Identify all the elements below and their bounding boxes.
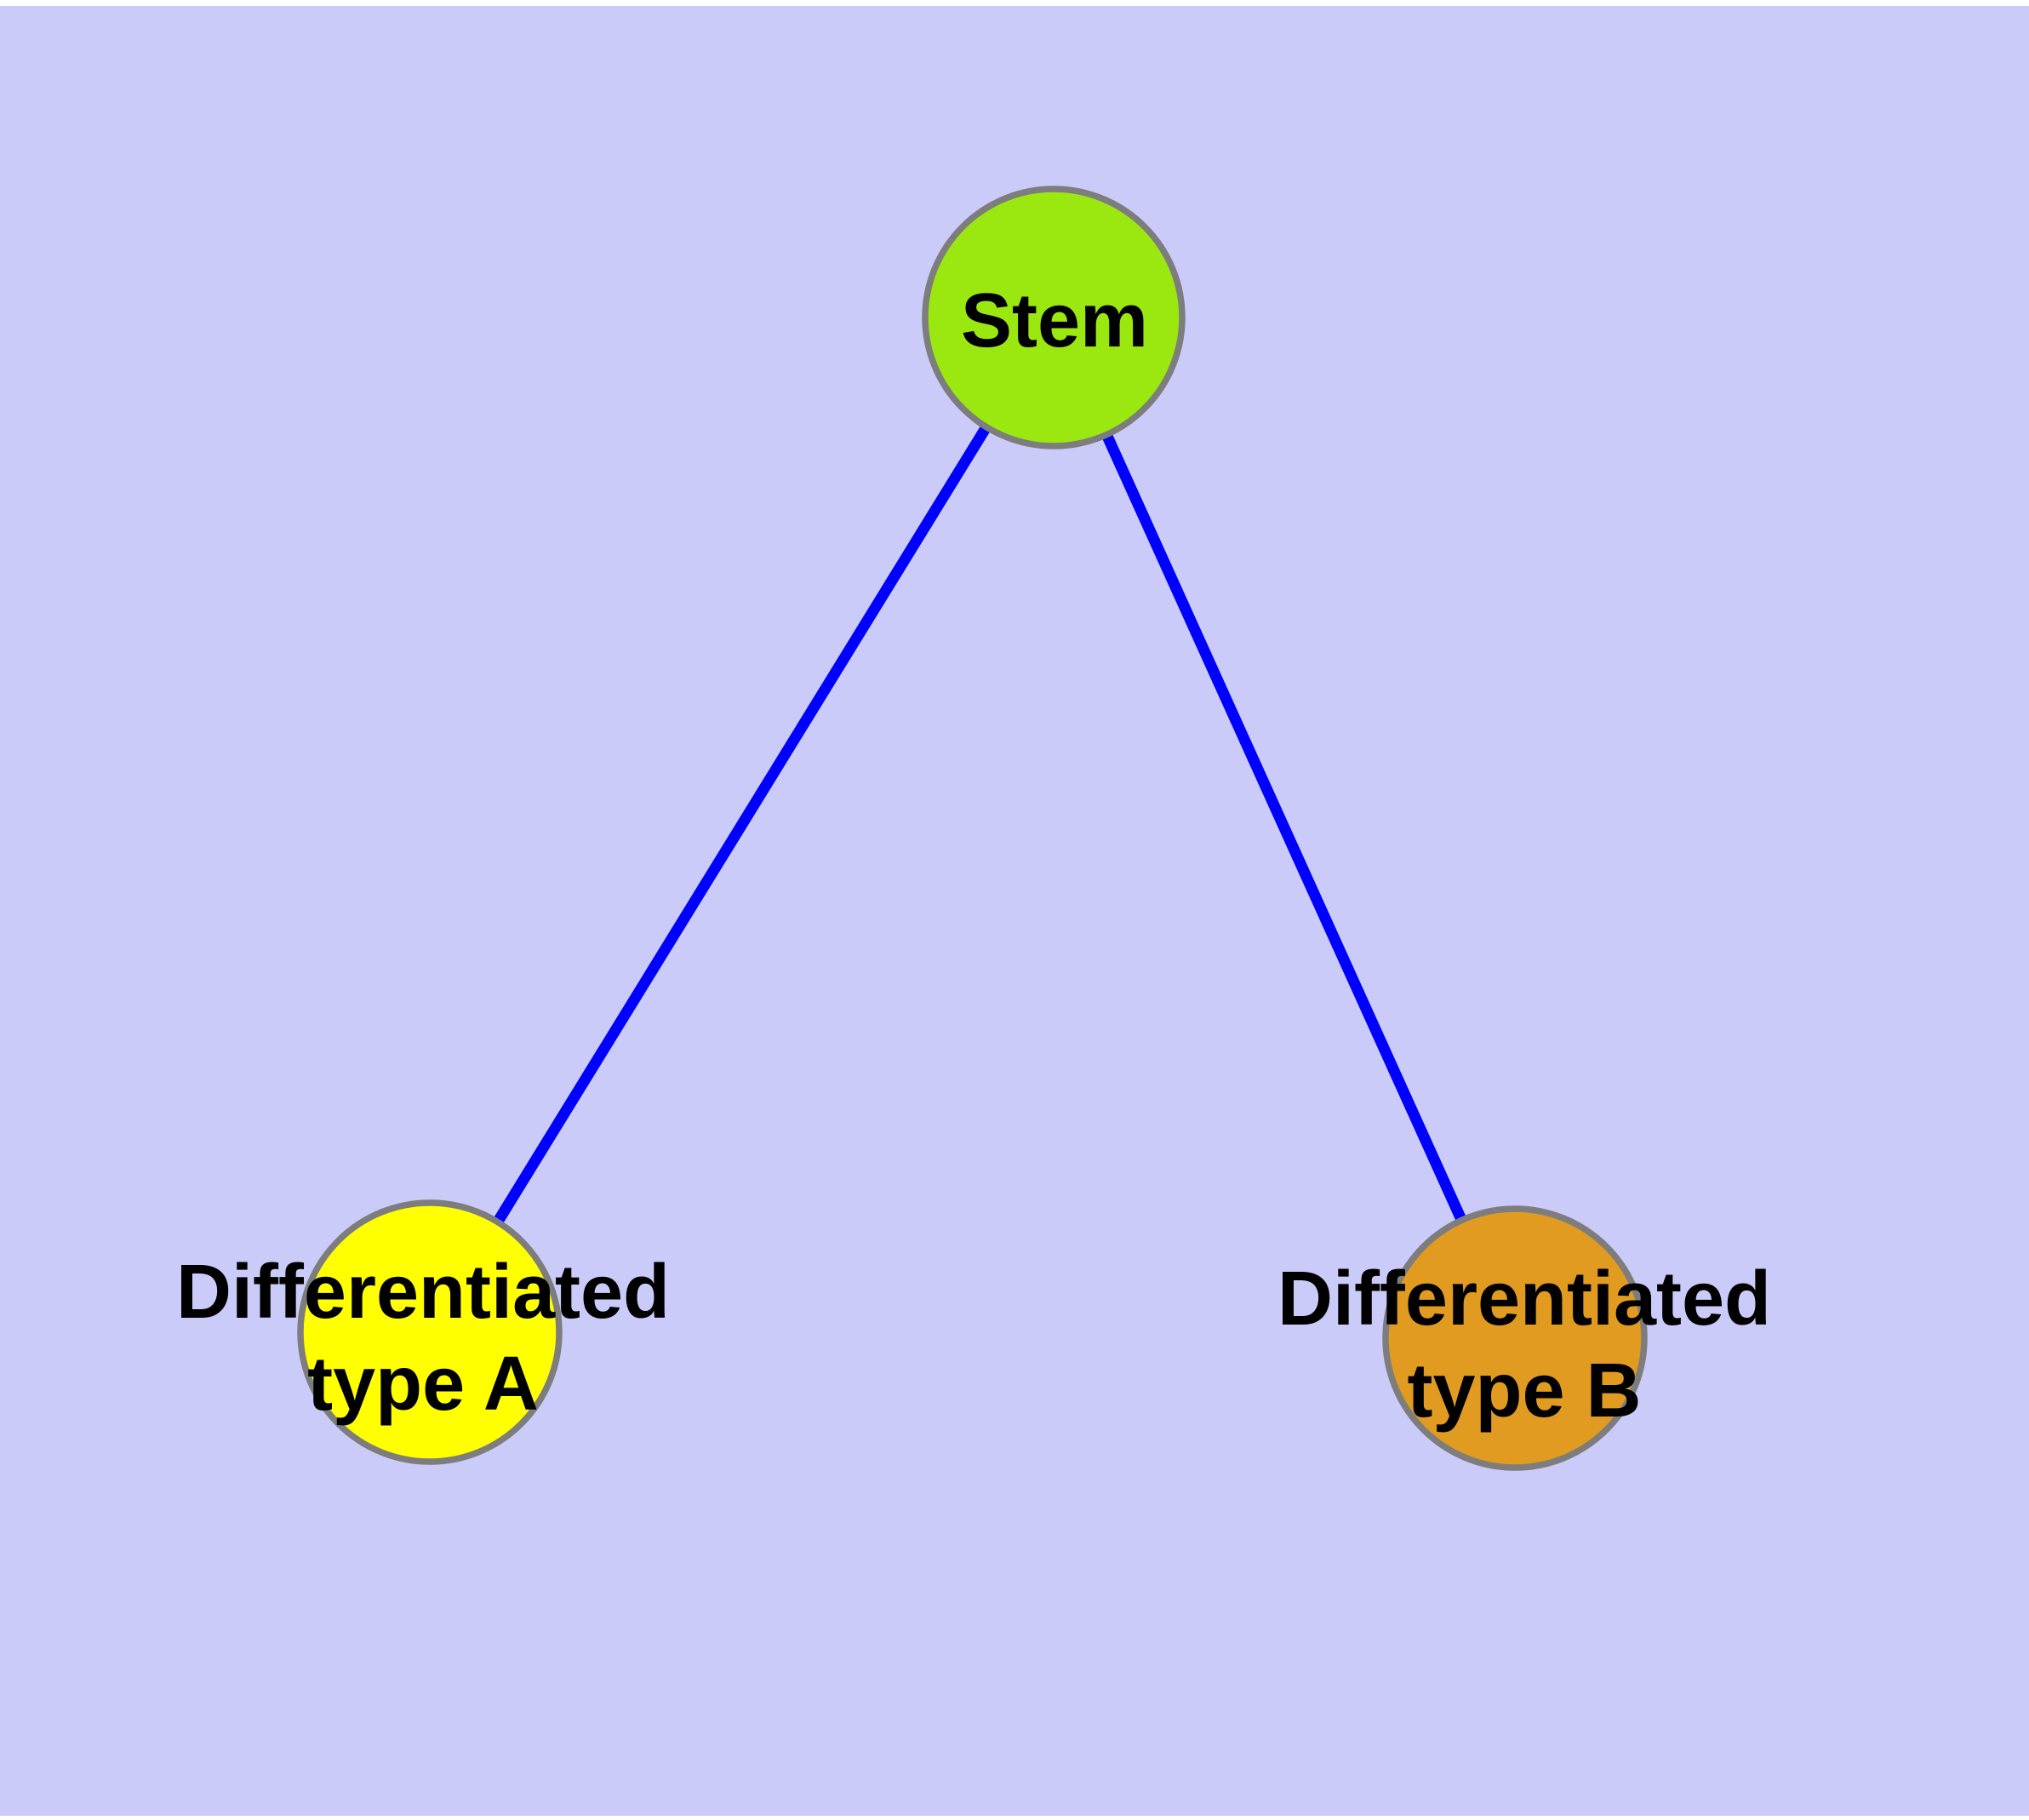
differentiated-type-b-node xyxy=(1382,1205,1648,1471)
edge-stem-to-type-a xyxy=(425,314,1059,1336)
differentiated-type-a-node xyxy=(297,1199,563,1465)
type-a-label-line2: type A xyxy=(307,1342,539,1427)
stem-node-label: Stem xyxy=(961,278,1148,363)
type-b-label-line2: type B xyxy=(1407,1348,1641,1434)
edge-stem-to-type-b xyxy=(1049,315,1520,1341)
type-a-label-line1: Differentiated xyxy=(176,1250,670,1335)
type-b-label-line1: Differentiated xyxy=(1277,1256,1771,1342)
stem-node xyxy=(922,186,1186,449)
